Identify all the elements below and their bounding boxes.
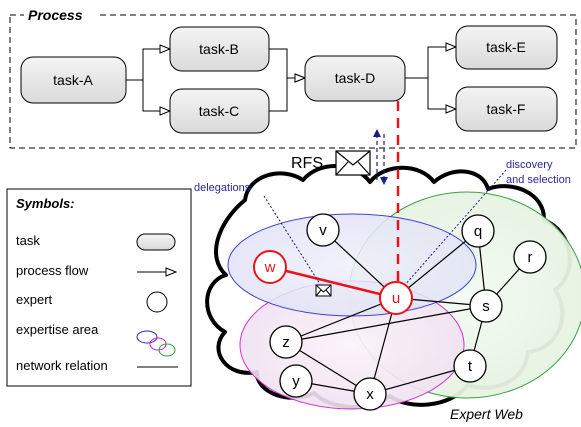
task-a: task-A bbox=[20, 56, 127, 104]
expert-v-label: v bbox=[319, 222, 327, 239]
delegation-envelope-icon bbox=[315, 284, 332, 297]
task-d-label: task-D bbox=[335, 70, 375, 86]
rfs-arrows bbox=[373, 129, 388, 185]
flow-d-e bbox=[405, 47, 456, 79]
discovery-annotation-line1: discovery bbox=[506, 159, 553, 171]
rfs-envelope-icon bbox=[335, 150, 371, 176]
task-d: task-D bbox=[304, 55, 406, 102]
relation-u-z bbox=[285, 297, 397, 343]
expert-z: z bbox=[269, 325, 303, 359]
task-f: task-F bbox=[455, 86, 558, 132]
expert-r: r bbox=[513, 240, 547, 274]
task-e: task-E bbox=[455, 25, 558, 70]
legend-expert-icon bbox=[146, 291, 168, 313]
expert-w: w bbox=[253, 250, 287, 284]
delegations-pointer bbox=[263, 195, 321, 285]
legend-network-relation-label: network relation bbox=[16, 358, 108, 373]
expert-x: x bbox=[353, 377, 387, 411]
flow-b-d bbox=[269, 48, 305, 78]
legend-expertise-area-icon bbox=[136, 330, 176, 357]
discovery-annotation-line2: and selection bbox=[506, 174, 571, 186]
legend-task-label: task bbox=[16, 233, 40, 248]
task-c: task-C bbox=[169, 88, 270, 134]
expert-z-label: z bbox=[282, 334, 290, 351]
legend-task-icon bbox=[136, 233, 176, 251]
expert-u-label: u bbox=[392, 290, 400, 307]
task-e-label: task-E bbox=[486, 39, 526, 55]
flow-a-c bbox=[126, 79, 170, 111]
relation-q-u bbox=[395, 230, 479, 299]
legend-expertise-area-label: expertise area bbox=[16, 322, 99, 337]
legend: Symbols: task process flow expert expert… bbox=[6, 188, 192, 387]
relation-t-x bbox=[369, 365, 471, 395]
expert-w-label: w bbox=[264, 259, 276, 276]
expert-x-label: x bbox=[366, 386, 374, 403]
expert-s: s bbox=[469, 289, 503, 323]
expert-v: v bbox=[306, 213, 340, 247]
process-title: Process bbox=[28, 7, 83, 23]
expert-s-label: s bbox=[482, 298, 490, 315]
flow-a-b bbox=[126, 49, 170, 81]
expert-t: t bbox=[453, 349, 487, 383]
expert-u: u bbox=[379, 281, 413, 315]
expert-y-label: y bbox=[292, 373, 300, 390]
flow-d-f bbox=[405, 77, 456, 109]
flow-c-d bbox=[269, 78, 305, 112]
task-b-label: task-B bbox=[199, 41, 239, 57]
delegations-annotation: delegations bbox=[194, 182, 251, 194]
task-a-label: task-A bbox=[53, 72, 93, 88]
legend-title: Symbols: bbox=[16, 196, 75, 211]
expert-r-label: r bbox=[528, 249, 533, 266]
discovery-pointer bbox=[403, 169, 507, 287]
experts: w u v q r s t z bbox=[253, 213, 547, 411]
expert-y: y bbox=[279, 364, 313, 398]
relation-w-u-delegation bbox=[269, 265, 397, 300]
expert-t-label: t bbox=[468, 358, 473, 375]
task-f-label: task-F bbox=[487, 101, 526, 117]
process-flows bbox=[126, 47, 456, 111]
expert-q-label: q bbox=[474, 223, 482, 240]
legend-expert-label: expert bbox=[16, 292, 53, 307]
expert-web-label: Expert Web bbox=[450, 406, 523, 422]
expert-q: q bbox=[461, 214, 495, 248]
rfs-label: RFS bbox=[291, 155, 323, 172]
legend-process-flow-label: process flow bbox=[16, 263, 89, 278]
relation-s-z bbox=[285, 305, 487, 343]
task-c-label: task-C bbox=[199, 103, 239, 119]
process-box: Process bbox=[9, 6, 577, 149]
task-b: task-B bbox=[169, 26, 270, 72]
